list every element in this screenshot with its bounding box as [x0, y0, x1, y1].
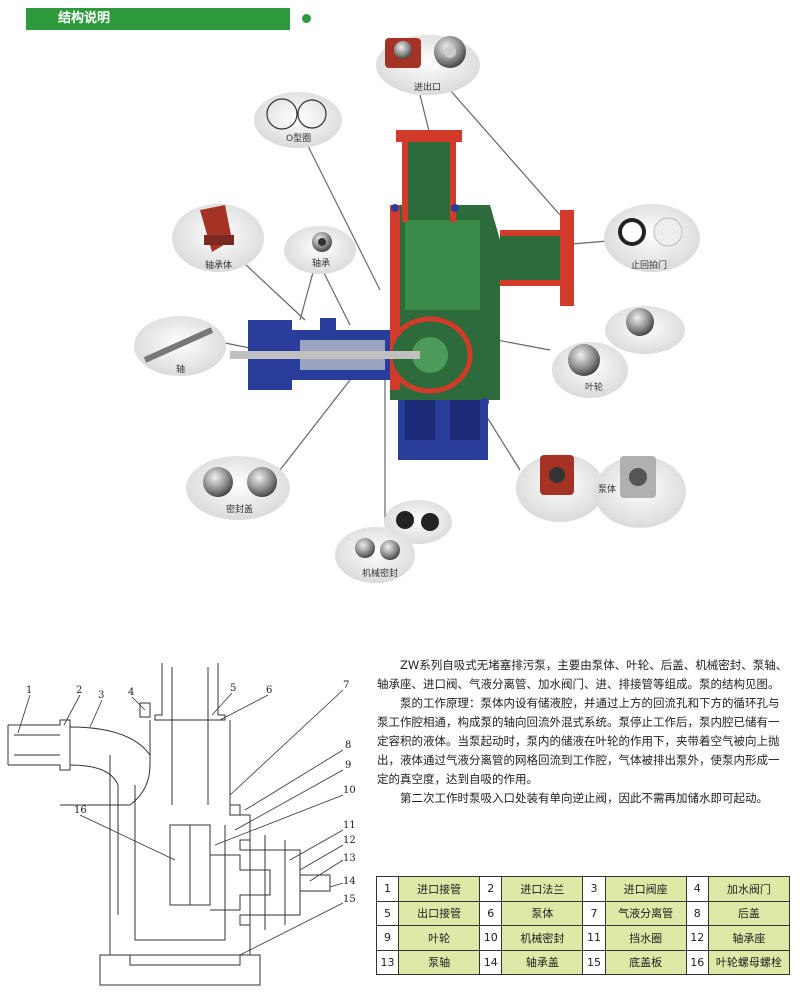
- part-name: 进口接管: [398, 876, 481, 902]
- section-num-1: 1: [26, 685, 32, 696]
- part-number: 4: [685, 876, 709, 902]
- section-num-4: 4: [128, 687, 134, 698]
- label-pump-body: 泵体: [598, 483, 616, 495]
- label-inlet-outlet: 进出口: [414, 81, 441, 93]
- part-name: 泵体: [501, 900, 584, 926]
- description-paragraph-3: 第二次工作时泵吸入口处装有单向逆止阀，因此不需再加储水即可起动。: [400, 791, 768, 805]
- part-number: 7: [582, 900, 606, 926]
- section-num-7: 7: [343, 680, 349, 691]
- part-number: 11: [582, 925, 606, 951]
- part-mech-seal: 机械密封: [335, 500, 452, 583]
- part-name: 挡水圈: [604, 925, 687, 951]
- part-name: 底盖板: [604, 949, 687, 975]
- part-bearing: 轴承: [284, 226, 356, 274]
- part-name: 出口接管: [398, 900, 481, 926]
- part-pump-body: 泵体: [516, 454, 686, 528]
- part-name: 泵轴: [398, 949, 481, 975]
- part-number: 10: [479, 925, 503, 951]
- label-bearing: 轴承: [312, 257, 330, 269]
- part-number: 8: [685, 900, 709, 926]
- description: ZW系列自吸式无堵塞排污泵，主要由泵体、叶轮、后盖、机械密封、泵轴、轴承座、进口…: [377, 656, 789, 808]
- part-name: 机械密封: [501, 925, 584, 951]
- description-paragraph-2: 泵的工作原理：泵体内设有储液腔，并通过上方的回流孔和下方的循环孔与泵工作腔相通，…: [377, 696, 780, 786]
- pump-cutaway: [230, 130, 574, 460]
- table-row: 5 出口接管 6 泵体 7 气液分离管 8 后盖: [375, 900, 791, 926]
- section-num-8: 8: [345, 740, 351, 751]
- part-number: 9: [375, 925, 400, 951]
- label-shaft: 轴: [176, 363, 185, 375]
- part-name: 加水阀门: [707, 876, 791, 902]
- section-num-3: 3: [98, 690, 104, 701]
- section-num-2: 2: [76, 685, 82, 696]
- part-check-valve: 止回拍门: [604, 204, 700, 272]
- label-seal-cover: 密封盖: [226, 503, 253, 515]
- table-row: 1 进口接管 2 进口法兰 3 进口阀座 4 加水阀门: [375, 876, 791, 902]
- section-num-14: 14: [343, 876, 356, 887]
- header-dot-icon: [302, 14, 311, 23]
- part-number: 2: [479, 876, 503, 902]
- part-name: 进口法兰: [501, 876, 584, 902]
- part-number: 3: [582, 876, 606, 902]
- section-num-15: 15: [343, 894, 356, 905]
- part-number: 12: [685, 925, 709, 951]
- label-o-ring: O型圈: [286, 133, 311, 144]
- part-number: 5: [375, 900, 400, 926]
- part-number: 15: [582, 949, 606, 975]
- label-bearing-seat: 轴承体: [205, 259, 232, 271]
- exploded-view-illustration: 进出口 O型圈 轴承体 轴承 轴: [0, 30, 800, 610]
- section-num-13: 13: [343, 853, 356, 864]
- label-impeller: 叶轮: [585, 381, 603, 393]
- part-name: 进口阀座: [604, 876, 687, 902]
- part-name: 气液分离管: [604, 900, 687, 926]
- section-drawing-svg: 1 2 3 4 5 6 7 8 9 10 11 12 13 14 15 16: [7, 663, 356, 986]
- table-row: 13 泵轴 14 轴承盖 15 底盖板 16 叶轮螺母螺栓: [375, 949, 791, 975]
- label-check-valve: 止回拍门: [631, 259, 667, 271]
- section-num-11: 11: [343, 820, 356, 831]
- part-name: 轴承座: [707, 925, 791, 951]
- section-title: 结构说明: [58, 11, 111, 26]
- part-impeller: 叶轮: [552, 306, 685, 398]
- part-number: 13: [375, 949, 400, 975]
- part-number: 16: [685, 949, 709, 975]
- part-name: 叶轮螺母螺栓: [707, 949, 791, 975]
- section-num-16: 16: [74, 805, 87, 816]
- section-num-10: 10: [343, 785, 356, 796]
- part-name: 轴承盖: [501, 949, 584, 975]
- label-mech-seal: 机械密封: [362, 567, 398, 579]
- part-shaft: 轴: [134, 316, 226, 376]
- part-inlet-outlet: 进出口: [376, 35, 480, 95]
- part-number: 6: [479, 900, 503, 926]
- table-row: 9 叶轮 10 机械密封 11 挡水圈 12 轴承座: [375, 925, 791, 951]
- part-o-ring: O型圈: [254, 92, 342, 148]
- part-name: 后盖: [707, 900, 791, 926]
- exploded-view-svg: 进出口 O型圈 轴承体 轴承 轴: [134, 35, 700, 583]
- part-bearing-seat: 轴承体: [172, 204, 264, 272]
- section-drawing: 1 2 3 4 5 6 7 8 9 10 11 12 13 14 15 16: [0, 655, 372, 990]
- section-num-9: 9: [345, 760, 351, 771]
- section-num-5: 5: [230, 683, 236, 694]
- part-number: 14: [479, 949, 503, 975]
- parts-table: 1 进口接管 2 进口法兰 3 进口阀座 4 加水阀门 5 出口接管 6 泵体 …: [375, 876, 791, 975]
- part-seal-cover: 密封盖: [186, 456, 290, 520]
- section-num-12: 12: [343, 835, 356, 846]
- part-name: 叶轮: [398, 925, 481, 951]
- part-number: 1: [375, 876, 400, 902]
- section-header: 结构说明: [26, 8, 290, 30]
- description-paragraph-1: ZW系列自吸式无堵塞排污泵，主要由泵体、叶轮、后盖、机械密封、泵轴、轴承座、进口…: [377, 658, 788, 691]
- section-num-6: 6: [266, 685, 272, 696]
